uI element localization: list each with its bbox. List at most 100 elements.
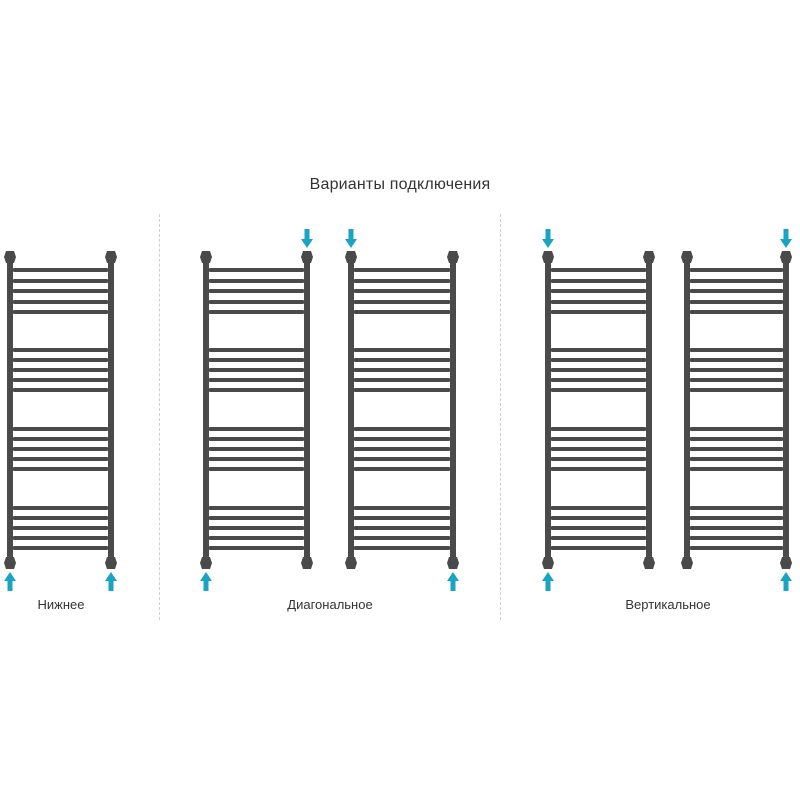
rail-crossbar bbox=[209, 378, 304, 382]
fitting-nut bbox=[447, 251, 459, 263]
rail-crossbar bbox=[354, 300, 450, 304]
rail-crossbar bbox=[209, 467, 304, 471]
fitting-nut bbox=[780, 251, 792, 263]
rail-post bbox=[7, 257, 13, 563]
rail-crossbar bbox=[354, 516, 450, 520]
rail-crossbar bbox=[354, 546, 450, 550]
rail-crossbar bbox=[551, 378, 646, 382]
fitting-nut bbox=[643, 251, 655, 263]
rail-crossbar bbox=[13, 300, 108, 304]
rail-crossbar bbox=[690, 300, 783, 304]
fitting-nut bbox=[200, 251, 212, 263]
rail-crossbar bbox=[690, 516, 783, 520]
rail-crossbar bbox=[209, 348, 304, 352]
rail-crossbar bbox=[690, 427, 783, 431]
rail-crossbar bbox=[690, 447, 783, 451]
rail-crossbar bbox=[209, 457, 304, 461]
rail-crossbar bbox=[690, 457, 783, 461]
caption-bottom: Нижнее bbox=[37, 597, 85, 612]
rail-post bbox=[684, 257, 690, 563]
rail-crossbar bbox=[354, 467, 450, 471]
rail-crossbar bbox=[551, 447, 646, 451]
towel-rail-bottom bbox=[4, 251, 117, 591]
fitting-nut bbox=[681, 557, 693, 569]
group-separator bbox=[500, 214, 501, 620]
rail-crossbar bbox=[690, 388, 783, 392]
rail-crossbar bbox=[354, 348, 450, 352]
fitting-nut bbox=[447, 557, 459, 569]
rail-post bbox=[646, 257, 652, 563]
rail-crossbar bbox=[354, 506, 450, 510]
rail-crossbar bbox=[551, 427, 646, 431]
group-separator bbox=[159, 214, 160, 620]
fitting-nut bbox=[4, 557, 16, 569]
fitting-nut bbox=[200, 557, 212, 569]
fitting-nut bbox=[301, 251, 313, 263]
rail-crossbar bbox=[354, 378, 450, 382]
fitting-nut bbox=[542, 251, 554, 263]
rail-crossbar bbox=[551, 310, 646, 314]
arrow-up-icon bbox=[780, 572, 792, 591]
rail-crossbar bbox=[209, 437, 304, 441]
rail-crossbar bbox=[13, 279, 108, 283]
rail-crossbar bbox=[551, 300, 646, 304]
rail-crossbar bbox=[551, 457, 646, 461]
rail-crossbar bbox=[354, 289, 450, 293]
rail-crossbar bbox=[209, 300, 304, 304]
rail-crossbar bbox=[551, 467, 646, 471]
rail-crossbar bbox=[13, 348, 108, 352]
rail-crossbar bbox=[209, 427, 304, 431]
arrow-down-icon bbox=[542, 229, 554, 248]
rail-crossbar bbox=[209, 536, 304, 540]
rail-crossbar bbox=[354, 279, 450, 283]
rail-crossbar bbox=[690, 546, 783, 550]
rail-crossbar bbox=[13, 427, 108, 431]
rail-crossbar bbox=[354, 368, 450, 372]
rail-crossbar bbox=[13, 268, 108, 272]
rail-crossbar bbox=[209, 289, 304, 293]
rail-crossbar bbox=[690, 506, 783, 510]
rail-crossbar bbox=[13, 289, 108, 293]
rail-crossbar bbox=[551, 268, 646, 272]
caption-diagonal: Диагональное bbox=[287, 597, 373, 612]
rail-crossbar bbox=[690, 289, 783, 293]
arrow-up-icon bbox=[447, 572, 459, 591]
rail-crossbar bbox=[690, 268, 783, 272]
rail-crossbar bbox=[13, 388, 108, 392]
arrow-down-icon bbox=[301, 229, 313, 248]
rail-crossbar bbox=[690, 348, 783, 352]
rail-crossbar bbox=[13, 310, 108, 314]
rail-crossbar bbox=[551, 506, 646, 510]
rail-crossbar bbox=[13, 378, 108, 382]
fitting-nut bbox=[643, 557, 655, 569]
rail-crossbar bbox=[209, 358, 304, 362]
rail-crossbar bbox=[209, 268, 304, 272]
towel-rail-vertical-2 bbox=[681, 229, 792, 591]
fitting-nut bbox=[345, 557, 357, 569]
rail-crossbar bbox=[354, 526, 450, 530]
rail-crossbar bbox=[690, 368, 783, 372]
arrow-up-icon bbox=[4, 572, 16, 591]
fitting-nut bbox=[105, 251, 117, 263]
rail-post bbox=[203, 257, 209, 563]
rail-crossbar bbox=[690, 437, 783, 441]
rail-post bbox=[304, 257, 310, 563]
rail-crossbar bbox=[690, 279, 783, 283]
page-title: Варианты подключения bbox=[309, 176, 491, 193]
rail-crossbar bbox=[209, 516, 304, 520]
arrow-down-icon bbox=[780, 229, 792, 248]
rail-crossbar bbox=[690, 378, 783, 382]
rail-crossbar bbox=[13, 516, 108, 520]
rail-crossbar bbox=[209, 526, 304, 530]
rail-crossbar bbox=[209, 388, 304, 392]
rail-crossbar bbox=[551, 348, 646, 352]
arrow-up-icon bbox=[200, 572, 212, 591]
rail-post bbox=[450, 257, 456, 563]
rail-crossbar bbox=[13, 447, 108, 451]
rail-post bbox=[783, 257, 789, 563]
fitting-nut bbox=[681, 251, 693, 263]
towel-rail-diagonal-1 bbox=[200, 229, 313, 591]
rail-crossbar bbox=[209, 310, 304, 314]
